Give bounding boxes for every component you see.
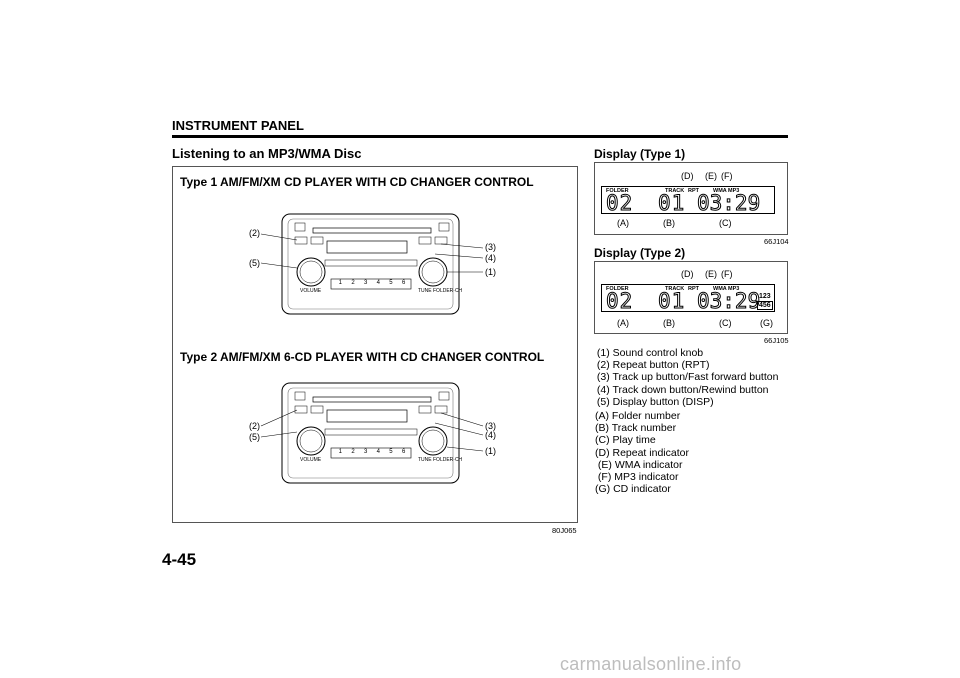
play-time: 03:29 [696, 289, 761, 314]
label-e: (E) [705, 171, 717, 181]
legend-item-b: (B) Track number [595, 422, 677, 435]
t1-callout-5: (5) [249, 258, 260, 268]
cd-indicator-2: 456 [757, 301, 773, 310]
track-number: 01 [657, 191, 686, 216]
type1-caption: Type 1 AM/FM/XM CD PLAYER WITH CD CHANGE… [180, 175, 534, 189]
radio-type1-drawing [260, 213, 484, 315]
type2-caption: Type 2 AM/FM/XM 6-CD PLAYER WITH CD CHAN… [180, 350, 545, 364]
type1-preset-row: 1 2 3 4 5 6 [334, 280, 410, 289]
wma-indicator: WMA [713, 286, 727, 292]
track-label: TRACK [665, 286, 685, 292]
display-type1-figure: (D) (E) (F) FOLDER TRACK RPT WMA MP3 02 … [594, 162, 788, 235]
type2-preset-row: 1 2 3 4 5 6 [334, 449, 410, 458]
legend-item-3: (3) Track up button/Fast forward button [594, 371, 779, 384]
watermark: carmanualsonline.info [560, 654, 742, 674]
preset-6: 6 [401, 449, 406, 455]
type2-volume-label: VOLUME [300, 457, 322, 463]
folder-number: 02 [605, 191, 634, 216]
t2-callout-5: (5) [249, 432, 260, 442]
display-type1-caption: Display (Type 1) [594, 147, 686, 161]
folder-label: FOLDER [606, 286, 629, 292]
preset-5: 5 [389, 449, 393, 455]
type2-tune-label: TUNE FOLDER·CH [418, 457, 463, 463]
legend-item-d: (D) Repeat indicator [595, 446, 689, 459]
preset-4: 4 [376, 280, 380, 286]
legend-numbers: (1) Sound control knob (2) Repeat button… [594, 347, 779, 408]
page-number: 4-45 [162, 550, 197, 569]
legend-item-g: (G) CD indicator [595, 483, 671, 496]
track-label: TRACK [665, 188, 685, 194]
legend-item-f: (F) MP3 indicator [595, 471, 679, 484]
label-b: (B) [663, 218, 675, 228]
legend-item-e: (E) WMA indicator [595, 458, 683, 471]
label-f: (F) [721, 269, 733, 279]
preset-6: 6 [401, 280, 406, 286]
legend-item-a: (A) Folder number [595, 410, 681, 422]
t2-callout-4: (4) [485, 430, 496, 440]
t1-callout-2: (2) [249, 228, 260, 238]
type1-volume-label: VOLUME [300, 288, 322, 294]
legend-item-c: (C) Play time [595, 434, 656, 447]
preset-2: 2 [351, 280, 355, 286]
label-e: (E) [705, 269, 717, 279]
preset-1: 1 [338, 280, 342, 286]
header-rule [172, 135, 788, 138]
label-d: (D) [681, 171, 694, 181]
lcd-screen-type1: FOLDER TRACK RPT WMA MP3 02 01 03:29 [601, 186, 775, 216]
lcd-screen-type2: FOLDER TRACK RPT WMA MP3 02 01 03:29 123… [601, 284, 775, 314]
legend-item-4: (4) Track down button/Rewind button [594, 383, 769, 396]
t2-callout-2: (2) [249, 421, 260, 431]
legend-letters: (A) Folder number (B) Track number (C) P… [595, 410, 689, 495]
label-d: (D) [681, 269, 694, 279]
mp3-indicator: MP3 [728, 188, 740, 194]
t2-callout-3: (3) [485, 421, 496, 431]
display-type2-figure: (D) (E) (F) FOLDER TRACK RPT WMA MP3 02 … [594, 261, 788, 334]
t1-callout-1: (1) [485, 267, 496, 277]
radio-figure: Type 1 AM/FM/XM CD PLAYER WITH CD CHANGE… [172, 166, 578, 523]
cd-indicator: 123 [759, 293, 771, 300]
page-heading: Listening to an MP3/WMA Disc [172, 146, 362, 161]
preset-3: 3 [363, 280, 368, 286]
t1-callout-3: (3) [485, 242, 496, 252]
mp3-indicator: MP3 [728, 286, 740, 292]
label-f: (F) [721, 171, 733, 181]
track-number: 01 [657, 289, 686, 314]
display-type2-code: 66J105 [764, 336, 789, 345]
folder-label: FOLDER [606, 188, 629, 194]
preset-1: 1 [338, 449, 342, 455]
radio-type2-drawing [260, 382, 484, 484]
display-type2-caption: Display (Type 2) [594, 246, 686, 260]
label-a: (A) [617, 318, 629, 328]
legend-item-1: (1) Sound control knob [594, 347, 704, 359]
wma-indicator: WMA [713, 188, 727, 194]
t2-callout-1: (1) [485, 446, 496, 456]
label-g: (G) [760, 318, 773, 328]
folder-number: 02 [605, 289, 634, 314]
label-a: (A) [617, 218, 629, 228]
label-c: (C) [719, 218, 732, 228]
label-c: (C) [719, 318, 732, 328]
preset-5: 5 [389, 280, 393, 286]
display-type1-code: 66J104 [764, 237, 789, 246]
t1-callout-4: (4) [485, 253, 496, 263]
rpt-indicator: RPT [688, 286, 699, 292]
section-title: INSTRUMENT PANEL [172, 118, 304, 133]
preset-4: 4 [376, 449, 380, 455]
label-b: (B) [663, 318, 675, 328]
play-time: 03:29 [696, 191, 761, 216]
radio-figure-code: 80J065 [552, 526, 577, 535]
preset-2: 2 [351, 449, 355, 455]
preset-3: 3 [363, 449, 368, 455]
type1-tune-label: TUNE FOLDER·CH [418, 288, 463, 294]
rpt-indicator: RPT [688, 188, 699, 194]
legend-item-2: (2) Repeat button (RPT) [594, 359, 710, 372]
legend-item-5: (5) Display button (DISP) [594, 395, 714, 408]
